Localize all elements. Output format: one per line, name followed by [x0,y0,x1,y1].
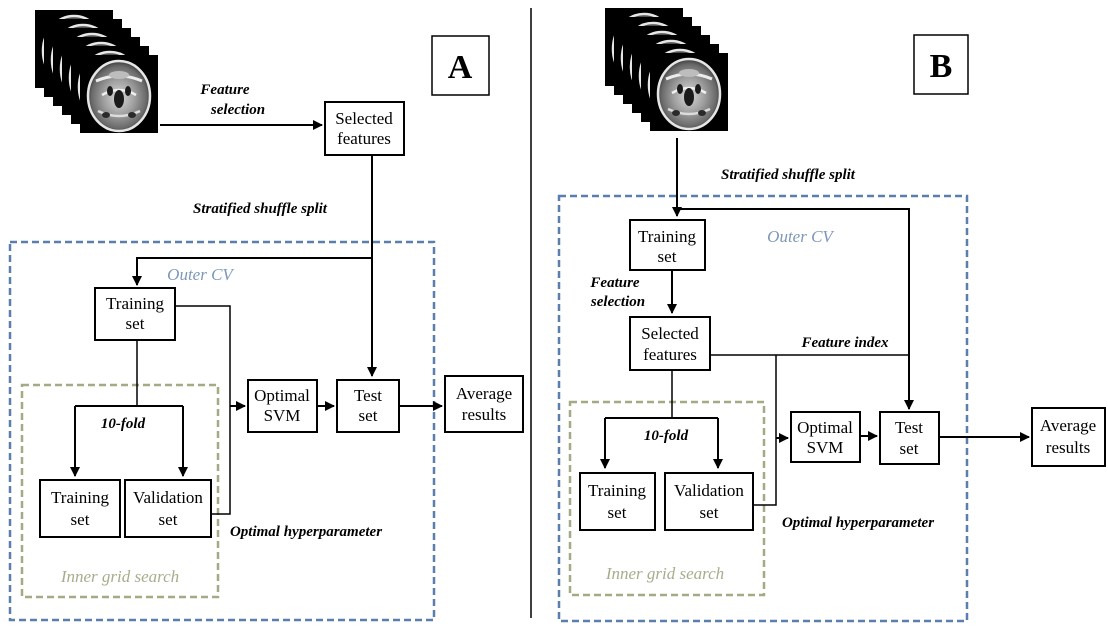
ten-fold-label: 10-fold [644,428,689,444]
hyperparameter-feedback-line [753,355,777,506]
panel-letter: B [930,48,953,85]
panel-letter: A [448,49,473,86]
panel-b: B Stratified shuffle split Outer CV Trai… [557,6,1106,623]
optimal-svm-line2: SVM [807,438,844,457]
training-set-line1: Training [638,227,696,246]
validation-set-box [664,472,754,531]
mri-slice-stack-icon [33,8,160,135]
optimal-svm-box [790,411,861,463]
validation-set-line2: set [159,510,178,529]
panel-label-box [913,34,969,95]
selected-features-line1: Selected [335,109,393,128]
inner-training-set-line1: Training [588,481,646,500]
optimal-svm-line1: Optimal [797,418,853,437]
stratified-shuffle-split-label: Stratified shuffle split [193,201,328,217]
hyperparameter-feedback-line [175,305,231,515]
validation-set-line1: Validation [674,481,744,500]
outer-cv-label: Outer CV [167,265,235,284]
average-results-line2: results [462,405,506,424]
inner-grid-search-label: Inner grid search [60,567,179,586]
validation-set-line1: Validation [133,488,203,507]
validation-set-line2: set [700,503,719,522]
inner-grid-search-box [568,400,766,597]
average-results-box [1031,407,1106,467]
selected-features-box [629,316,711,371]
training-set-line2: set [658,247,677,266]
test-set-line2: set [359,406,378,425]
optimal-hyperparameter-label: Optimal hyperparameter [230,524,382,540]
selected-features-line2: features [337,129,391,148]
split-to-training-arrow [132,257,372,286]
outer-cv-box [8,240,436,622]
panel-label-box [431,35,490,96]
feature-selection-label-line1: Feature [199,82,250,98]
training-set-box [629,219,706,271]
inner-training-set-box [579,472,656,531]
optimal-hyperparameter-label: Optimal hyperparameter [782,515,934,531]
training-set-line1: Training [106,294,164,313]
inner-grid-search-label: Inner grid search [605,564,724,583]
feature-selection-label-line2: selection [590,294,645,310]
training-set-box [94,287,176,341]
optimal-svm-box [247,379,318,433]
split-to-test-arrow [677,208,914,410]
optimal-svm-line1: Optimal [254,386,310,405]
validation-set-box [124,479,212,538]
outer-cv-label: Outer CV [767,227,835,246]
ten-fold-label: 10-fold [101,416,146,432]
average-results-line1: Average [1040,416,1096,435]
feature-index-label: Feature index [800,335,889,351]
average-results-box [444,375,524,433]
optimal-svm-line2: SVM [264,406,301,425]
test-set-box [879,411,940,465]
outer-cv-box [557,194,969,623]
selected-features-line2: features [643,345,697,364]
average-results-line2: results [1046,438,1090,457]
test-set-line1: Test [895,418,923,437]
inner-training-set-line1: Training [51,488,109,507]
test-set-line2: set [900,439,919,458]
test-set-line1: Test [354,386,382,405]
feature-selection-label-line1: Feature [589,275,640,291]
selected-features-box [324,101,405,156]
selected-features-line1: Selected [641,324,699,343]
average-results-line1: Average [456,384,512,403]
feature-selection-label-line2: selection [210,102,265,118]
inner-training-set-box [39,479,121,538]
test-set-box [336,379,400,433]
inner-training-set-line2: set [71,510,90,529]
mri-slice-stack-icon [603,6,730,133]
training-set-line2: set [126,314,145,333]
inner-training-set-line2: set [608,503,627,522]
stratified-shuffle-split-label: Stratified shuffle split [721,167,856,183]
inner-grid-search-box [20,383,220,599]
panel-a: A Feature selection Selected features St… [8,8,524,622]
